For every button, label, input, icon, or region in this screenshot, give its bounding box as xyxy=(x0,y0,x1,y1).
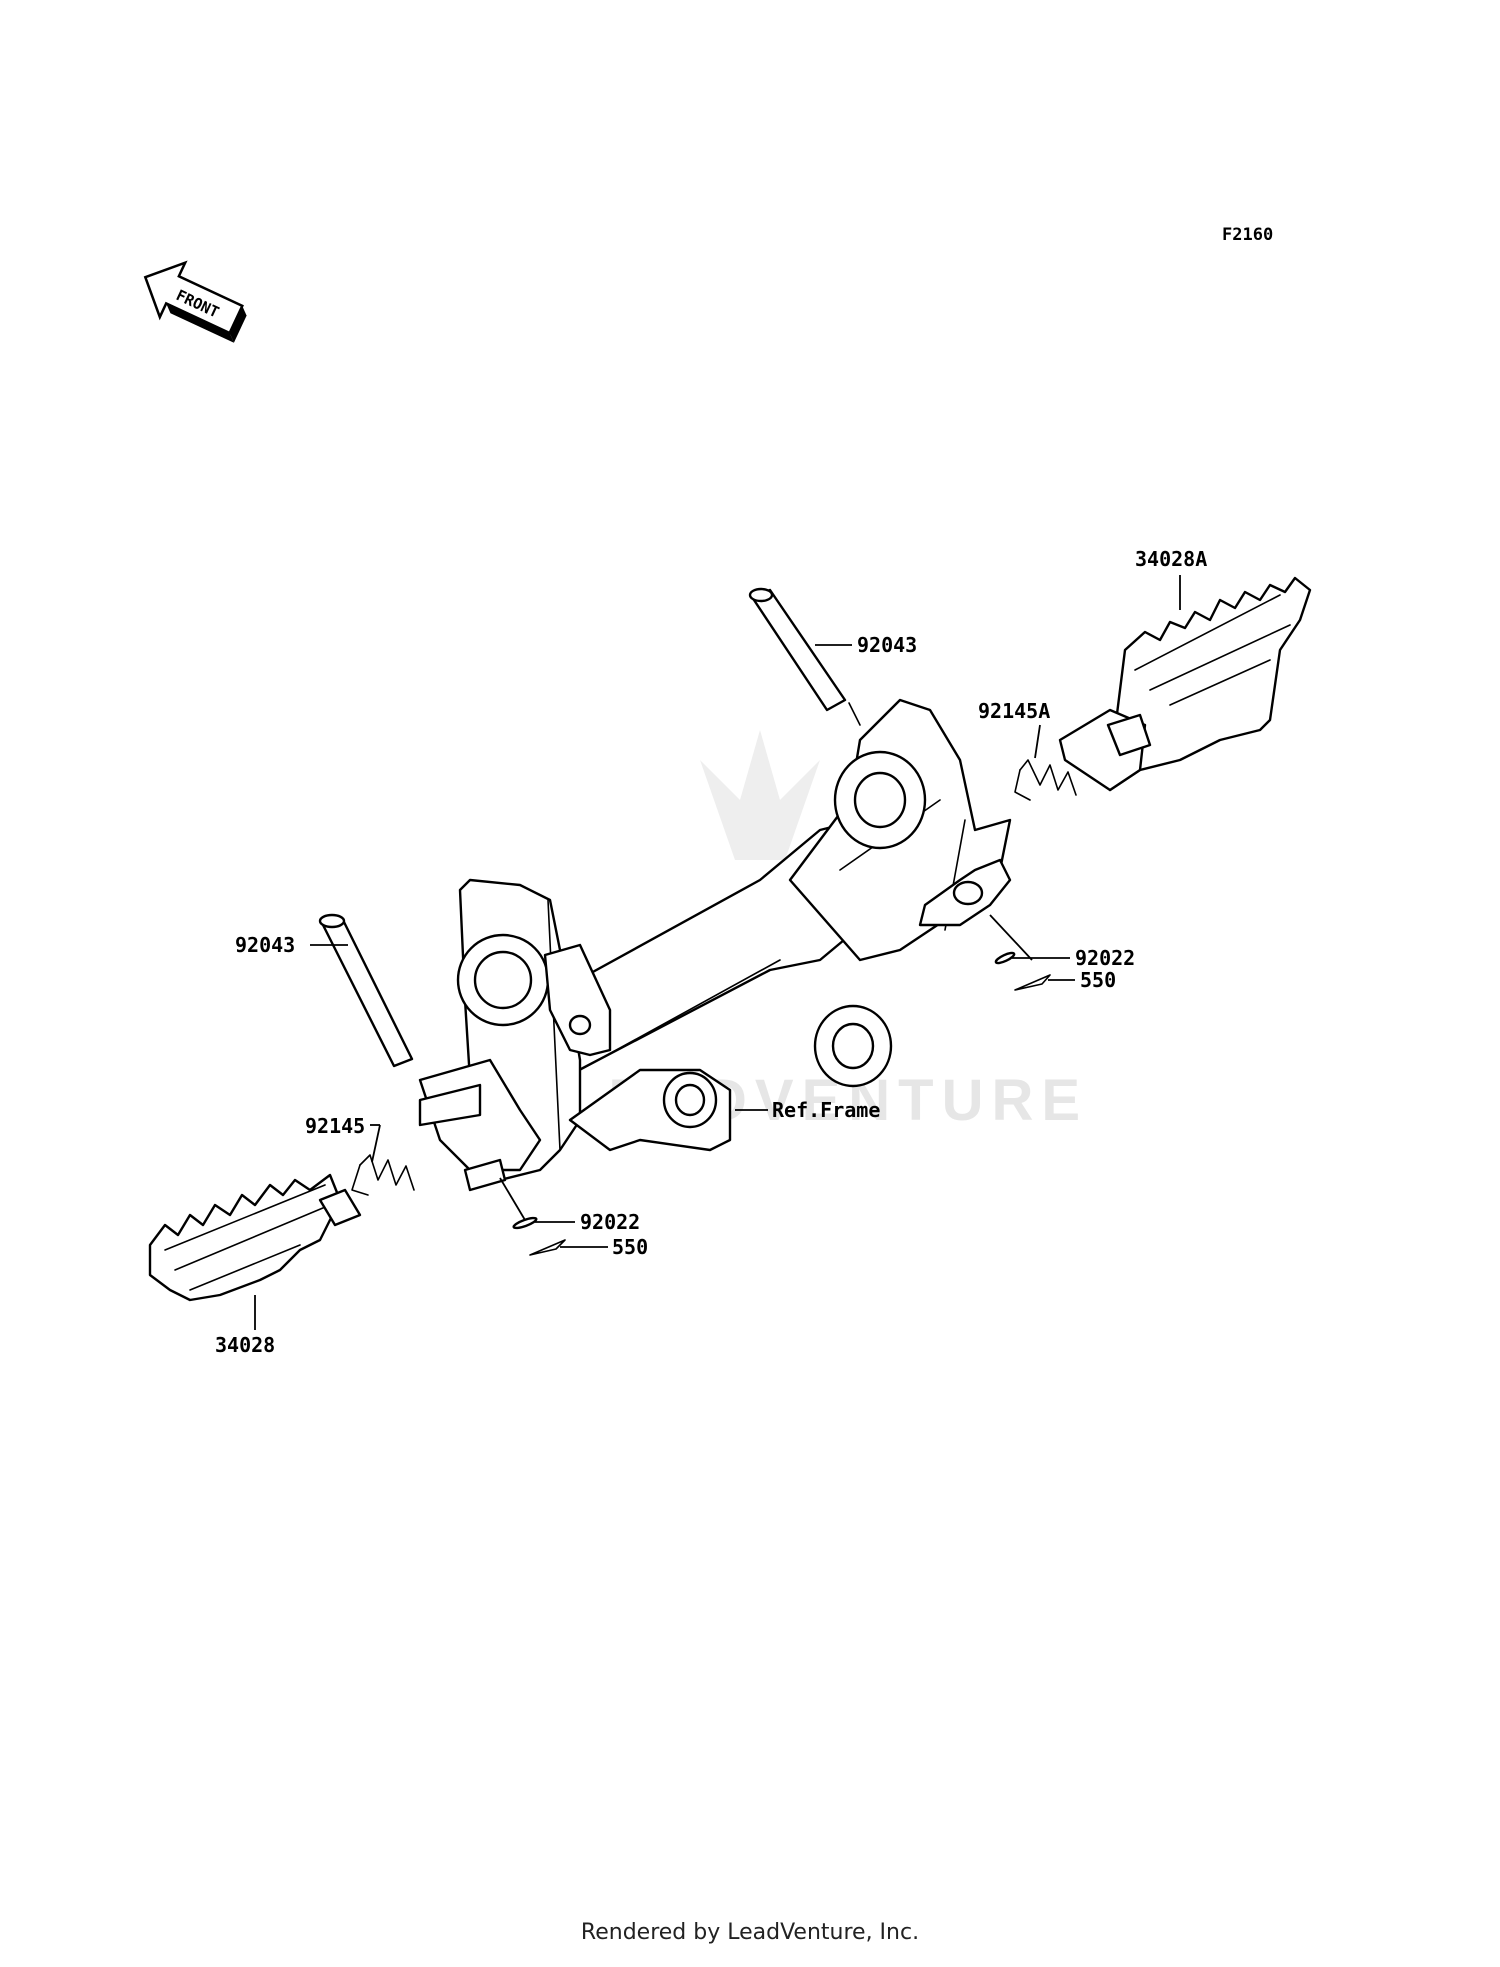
washer-right xyxy=(994,951,1016,965)
spring-left xyxy=(351,1154,415,1196)
footpeg-left xyxy=(148,1173,362,1302)
front-arrow-icon: FRONT xyxy=(143,260,247,343)
label-pin-left: 92043 xyxy=(235,933,295,957)
pin-left xyxy=(318,913,414,1068)
label-step-right: 34028A xyxy=(1135,547,1207,571)
pin-right xyxy=(748,587,861,726)
leader-lines xyxy=(254,575,1181,1330)
label-step-left: 34028 xyxy=(215,1333,275,1357)
cotter-pin-left xyxy=(529,1239,566,1256)
diagram-code: F2160 xyxy=(1222,225,1273,245)
cotter-pin-right xyxy=(1014,974,1051,991)
label-washer-left: 92022 xyxy=(580,1210,640,1234)
label-spring-right: 92145A xyxy=(978,699,1050,723)
label-pin-right: 92043 xyxy=(857,633,917,657)
label-cotter-left: 550 xyxy=(612,1235,648,1259)
label-washer-right: 92022 xyxy=(1075,946,1135,970)
label-spring-left: 92145 xyxy=(305,1114,365,1138)
washer-left xyxy=(512,1216,538,1230)
label-frame: Ref.Frame xyxy=(772,1098,880,1122)
footer-credit: Rendered by LeadVenture, Inc. xyxy=(580,1920,920,1945)
label-cotter-right: 550 xyxy=(1080,968,1116,992)
footpeg-right xyxy=(1058,576,1312,792)
frame xyxy=(418,698,1012,1192)
spring-right xyxy=(1014,759,1077,801)
